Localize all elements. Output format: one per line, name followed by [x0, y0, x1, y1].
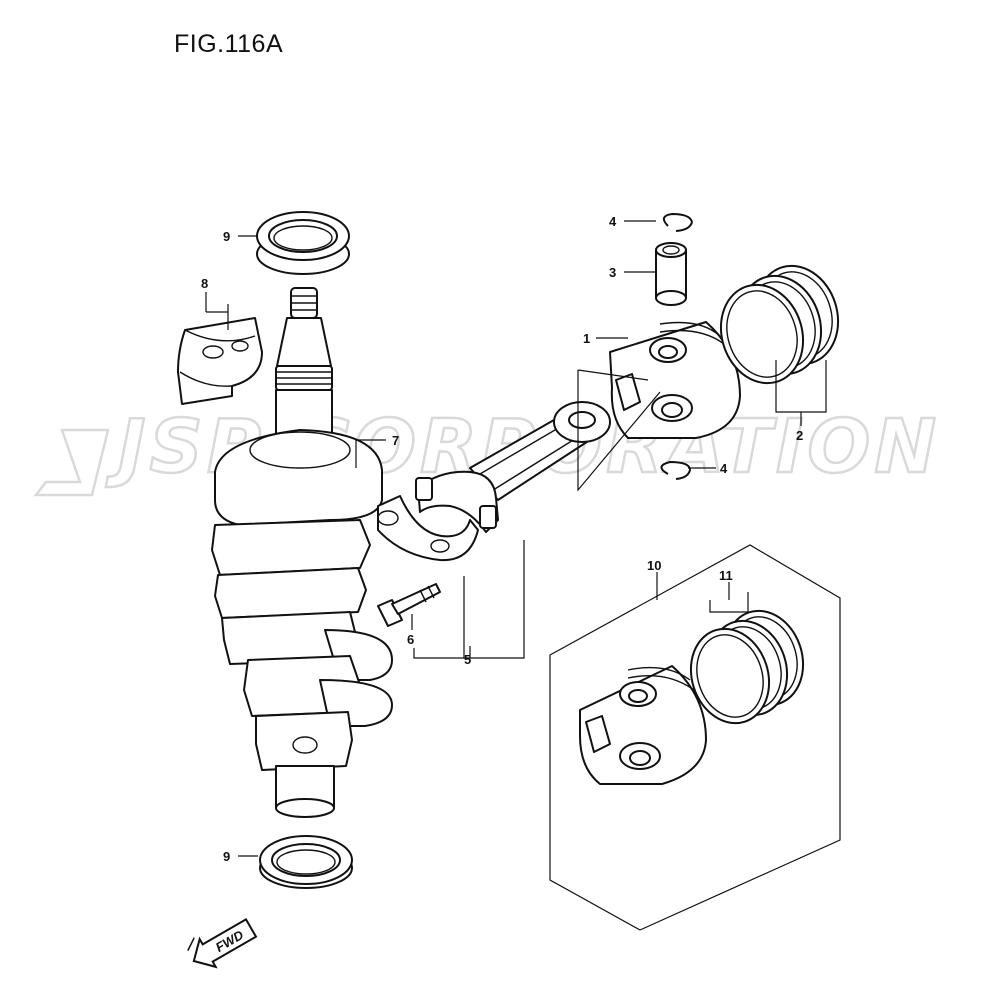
- fwd-arrow: FWD: [187, 917, 258, 969]
- piston-set-piston[interactable]: [579, 665, 707, 785]
- circlip-top[interactable]: [662, 213, 693, 232]
- callout-4-top[interactable]: 4: [609, 214, 617, 229]
- circlip-bottom[interactable]: [660, 461, 691, 480]
- callout-10[interactable]: 10: [647, 558, 661, 573]
- callout-9-top[interactable]: 9: [223, 229, 230, 244]
- callout-7[interactable]: 7: [392, 433, 399, 448]
- callout-5[interactable]: 5: [464, 652, 471, 667]
- callout-11[interactable]: 11: [719, 568, 733, 583]
- callout-6[interactable]: 6: [407, 632, 414, 647]
- piston-pin[interactable]: [655, 242, 687, 306]
- callout-1[interactable]: 1: [583, 331, 590, 346]
- oil-seal-bottom[interactable]: [259, 835, 353, 889]
- figure-title: FIG.116A: [174, 30, 284, 58]
- callout-9-bottom[interactable]: 9: [223, 849, 230, 864]
- callout-4-bottom[interactable]: 4: [720, 461, 728, 476]
- leader-lines: [205, 220, 827, 857]
- piston-set-box: [549, 544, 841, 931]
- crankshaft[interactable]: [211, 287, 393, 818]
- piston[interactable]: [609, 321, 741, 439]
- oil-seal-top[interactable]: [256, 211, 350, 275]
- callout-8[interactable]: 8: [201, 276, 208, 291]
- connecting-rod[interactable]: [377, 401, 611, 562]
- conrod-bolt[interactable]: [377, 583, 441, 627]
- callout-labels: 9 9 8 7 4 3 1 4 2 6 5 10 11: [201, 214, 803, 864]
- callout-3[interactable]: 3: [609, 265, 616, 280]
- piston-rings[interactable]: [709, 255, 851, 394]
- callout-2[interactable]: 2: [796, 428, 803, 443]
- piston-set-rings[interactable]: [679, 601, 815, 734]
- bearing-shells[interactable]: [177, 317, 263, 405]
